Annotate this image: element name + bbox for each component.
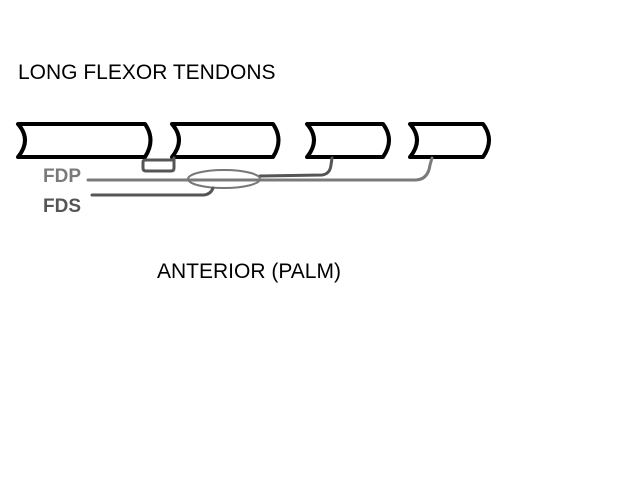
fds-label: FDS — [43, 196, 81, 217]
phalanx-bone-4 — [408, 122, 491, 159]
fds-tendon-line — [90, 186, 215, 197]
view-label: ANTERIOR (PALM) — [157, 260, 341, 283]
fds-to-middle-line — [258, 156, 334, 178]
phalanx-bone-3 — [305, 122, 391, 159]
diagram-title: LONG FLEXOR TENDONS — [18, 61, 276, 84]
phalanx-bone-2 — [170, 122, 281, 159]
tendon-loop — [141, 156, 176, 173]
fdp-tendon-line — [86, 156, 434, 182]
phalanx-bone-1 — [16, 122, 153, 159]
fds-chiasm-ellipse — [187, 169, 261, 189]
fdp-label: FDP — [43, 166, 81, 187]
